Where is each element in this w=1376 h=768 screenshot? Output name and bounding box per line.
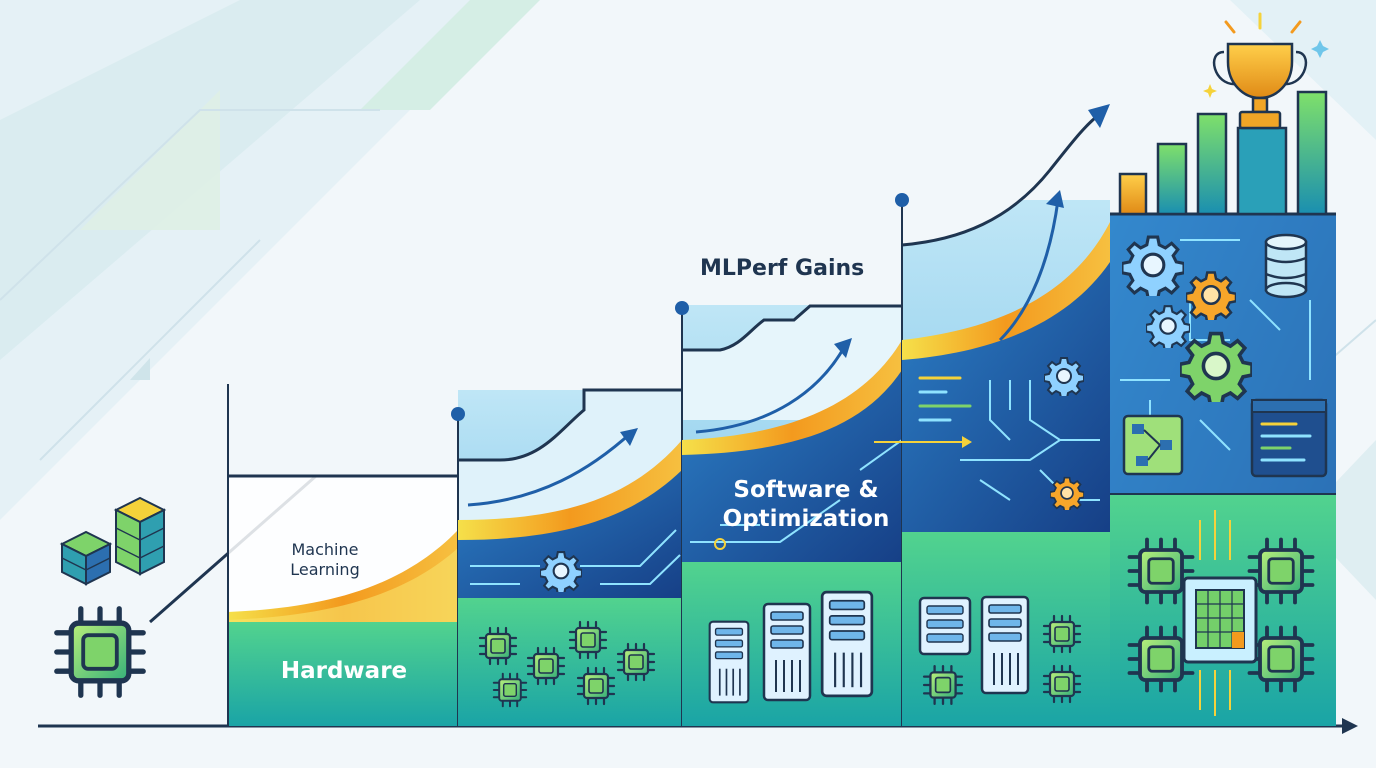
machine-learning-label: Machine Learning [290, 540, 360, 579]
code-window-icon [1250, 398, 1328, 478]
processor-array [1127, 510, 1315, 716]
software-optimization-label: Software & Optimization [722, 477, 890, 532]
step-2-panel [451, 388, 682, 726]
hardware-label: Hardware [280, 658, 408, 684]
step-3-panel [675, 301, 903, 726]
gear-icon [1044, 357, 1084, 396]
diagram-title: MLPerf Gains [700, 256, 865, 281]
server-rack-icon [918, 596, 972, 656]
gear-icon [1122, 235, 1184, 296]
gear-icon [1180, 331, 1252, 402]
flowchart-icon [1122, 414, 1184, 476]
trophy-icon [1212, 42, 1308, 130]
server-rack-icon [708, 620, 750, 704]
gear-icon [1050, 476, 1084, 510]
step-4-panel [874, 104, 1110, 726]
step-1-hardware [227, 384, 458, 726]
gear-icon [540, 551, 582, 592]
sparkle-icon [1203, 12, 1329, 98]
gear-icon [1186, 271, 1236, 320]
step-5-panel [1110, 212, 1336, 726]
server-rack-icon [820, 590, 874, 698]
gear-icon [1146, 305, 1190, 348]
database-icon [1264, 233, 1308, 299]
stacked-cubes-icon [59, 496, 167, 586]
server-rack-icon [762, 602, 812, 702]
code-lines [918, 376, 972, 422]
server-rack-icon [980, 595, 1030, 695]
